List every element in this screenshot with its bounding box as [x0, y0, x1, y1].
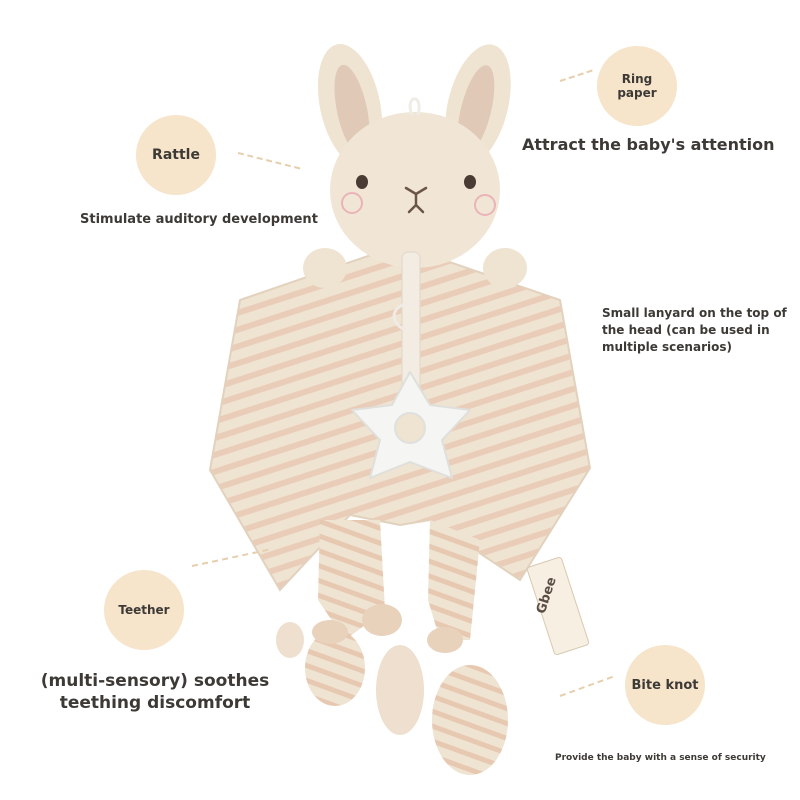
left-knot	[305, 630, 365, 706]
bottom-foot	[276, 622, 304, 658]
ribbon-loop	[392, 302, 416, 332]
head	[330, 112, 500, 268]
callout-ring-paper-label: Ring paper	[617, 72, 657, 100]
left-eye	[356, 175, 368, 189]
nose-mouth	[404, 186, 428, 214]
text-soothes: (multi-sensory) soothes teething discomf…	[40, 671, 270, 713]
right-knot-tie	[427, 627, 463, 653]
left-paw	[303, 248, 347, 288]
right-foot	[432, 665, 508, 775]
brand-tag-shape	[526, 556, 590, 656]
callout-rattle: Rattle	[136, 115, 216, 195]
callout-teether-label: Teether	[118, 603, 170, 617]
text-auditory: Stimulate auditory development	[80, 212, 318, 227]
right-leg	[428, 520, 480, 640]
callout-bite-knot-label: Bite knot	[631, 677, 699, 693]
text-lanyard: Small lanyard on the top of the head (ca…	[602, 306, 787, 354]
callout-teether: Teether	[104, 570, 184, 650]
left-cheek	[341, 192, 363, 214]
callout-rattle-label: Rattle	[152, 147, 200, 163]
teether-hole	[394, 412, 426, 444]
callout-bite-knot: Bite knot	[625, 645, 705, 725]
right-cheek	[474, 194, 496, 216]
right-paw	[483, 248, 527, 288]
right-eye	[464, 175, 476, 189]
text-security: Provide the baby with a sense of securit…	[555, 753, 766, 763]
callout-ring-paper: Ring paper	[597, 46, 677, 126]
text-attention: Attract the baby's attention	[522, 135, 775, 154]
mid-foot	[376, 645, 424, 735]
left-knot-tie	[312, 620, 348, 644]
head-lanyard	[408, 97, 421, 116]
mid-knot	[362, 604, 402, 636]
